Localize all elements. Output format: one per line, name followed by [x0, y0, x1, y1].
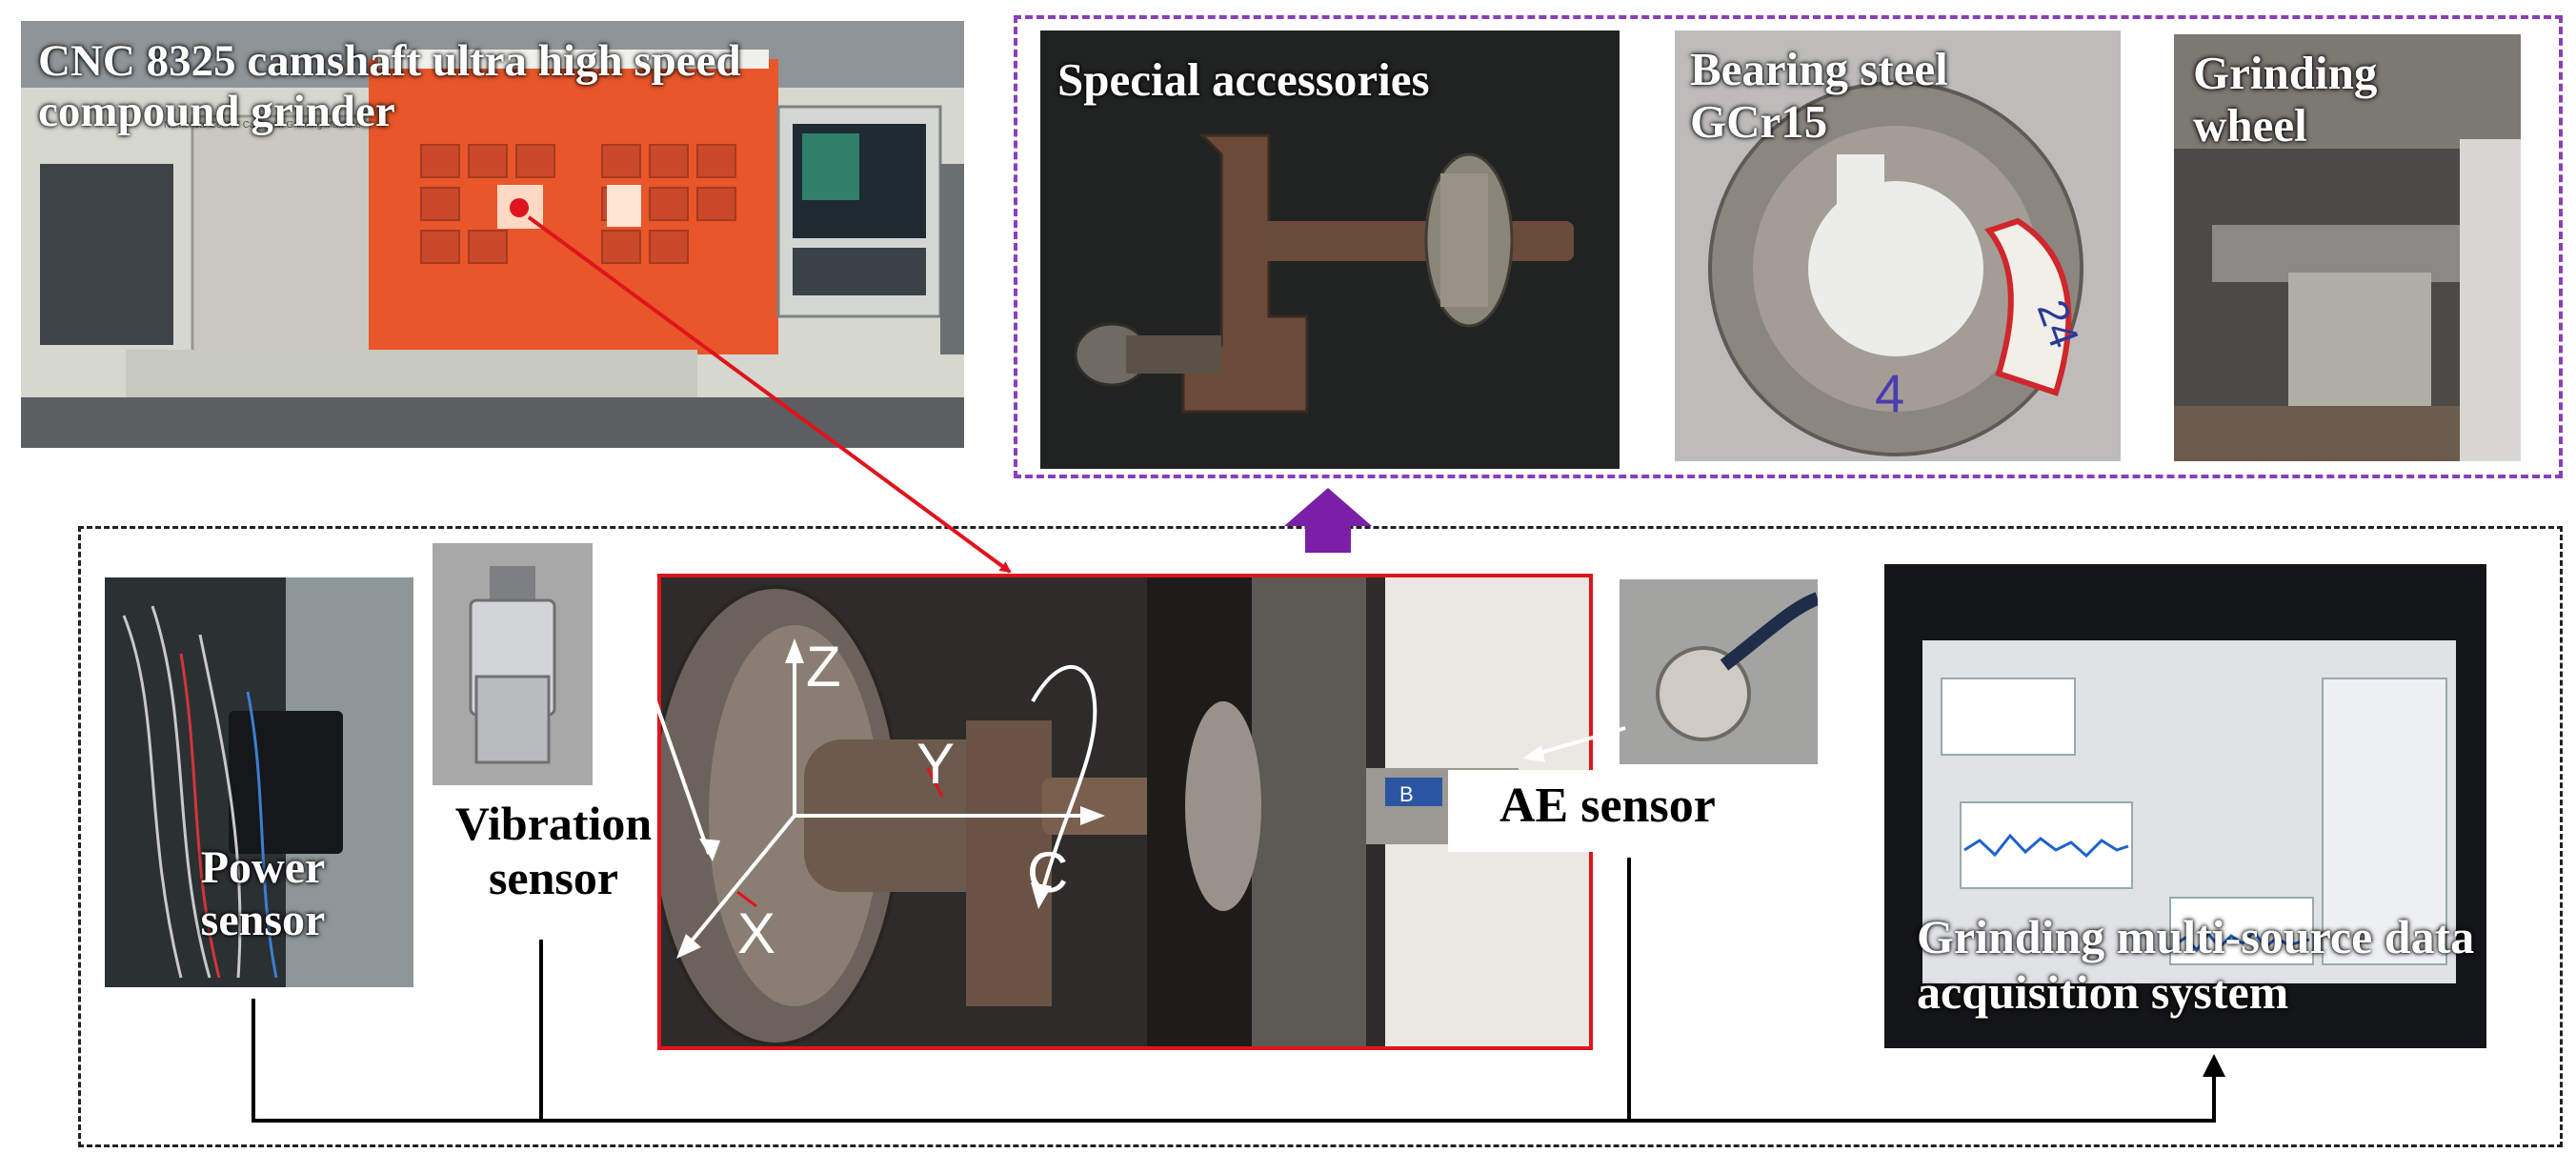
specimen-group-frame: [1014, 15, 2563, 478]
axis-c-label: C: [1027, 840, 1069, 904]
machine-photo: Numerical Control Camshaft Grinding Mach…: [21, 21, 964, 448]
ae-pointer-line: [1533, 726, 1626, 757]
axis-z-label: Z: [806, 635, 841, 698]
ae-pointer-head: [1522, 745, 1545, 762]
sensor-tag-text: B: [1399, 782, 1414, 806]
bearing-steel-label: Bearing steel GCr15: [1690, 43, 1948, 148]
bearing-ring-illustration: 24 4: [1675, 30, 2121, 461]
acquisition-system-label: Grinding multi-source data acquisition s…: [1917, 910, 2475, 1019]
axis-x-label: X: [737, 901, 776, 965]
power-sensor-photo: [105, 577, 413, 987]
vibration-sensor-photo: [433, 543, 593, 785]
vibration-pointer-head: [699, 839, 720, 861]
bearing-steel-photo: 24 4: [1675, 30, 2121, 461]
ring-marking-2: 4: [1875, 363, 1904, 423]
vibration-sensor-label: Vibration sensor: [454, 797, 653, 904]
machine-label: CNC 8325 camshaft ultra high speed compo…: [38, 36, 741, 136]
test-setup-illustration: B: [661, 577, 1589, 1046]
ae-sensor-label-box: [1448, 770, 1772, 852]
acquisition-screen-illustration: [1884, 564, 2486, 1048]
axis-y-label: Y: [916, 732, 956, 796]
acquisition-system-photo: [1884, 564, 2486, 1048]
test-setup-photo: B: [657, 574, 1593, 1050]
vibration-sensor-label-box: [419, 787, 688, 930]
machine-illustration: Numerical Control Camshaft Grinding Mach…: [21, 21, 964, 448]
machine-to-setup-arrow: [527, 215, 1012, 574]
special-accessories-label: Special accessories: [1057, 53, 1430, 106]
power-sensor-label: Power sensor: [200, 842, 326, 945]
machine-marker-dot: [510, 198, 529, 217]
machine-plate-text: Numerical Control Camshaft Grinding Mach…: [164, 120, 361, 131]
ae-sensor-label: AE sensor: [1499, 779, 1716, 833]
grinding-wheel-label: Grinding wheel: [2193, 47, 2378, 152]
vibration-pointer-line: [638, 657, 711, 855]
setup-to-specimens-arrow: [1284, 488, 1372, 553]
vibration-sensor-illustration: [433, 543, 593, 785]
power-cabinet-illustration: [105, 577, 413, 987]
wiring-arrow-head: [2203, 1054, 2225, 1077]
ae-sensor-illustration: [1620, 579, 1818, 764]
grinding-wheel-photo: [2174, 34, 2521, 461]
ae-sensor-photo: [1620, 579, 1818, 764]
grinding-wheel-illustration: [2174, 34, 2521, 461]
signal-wiring: [252, 858, 2216, 1123]
accessory-illustration: [1040, 30, 1620, 469]
special-accessories-photo: [1040, 30, 1620, 469]
